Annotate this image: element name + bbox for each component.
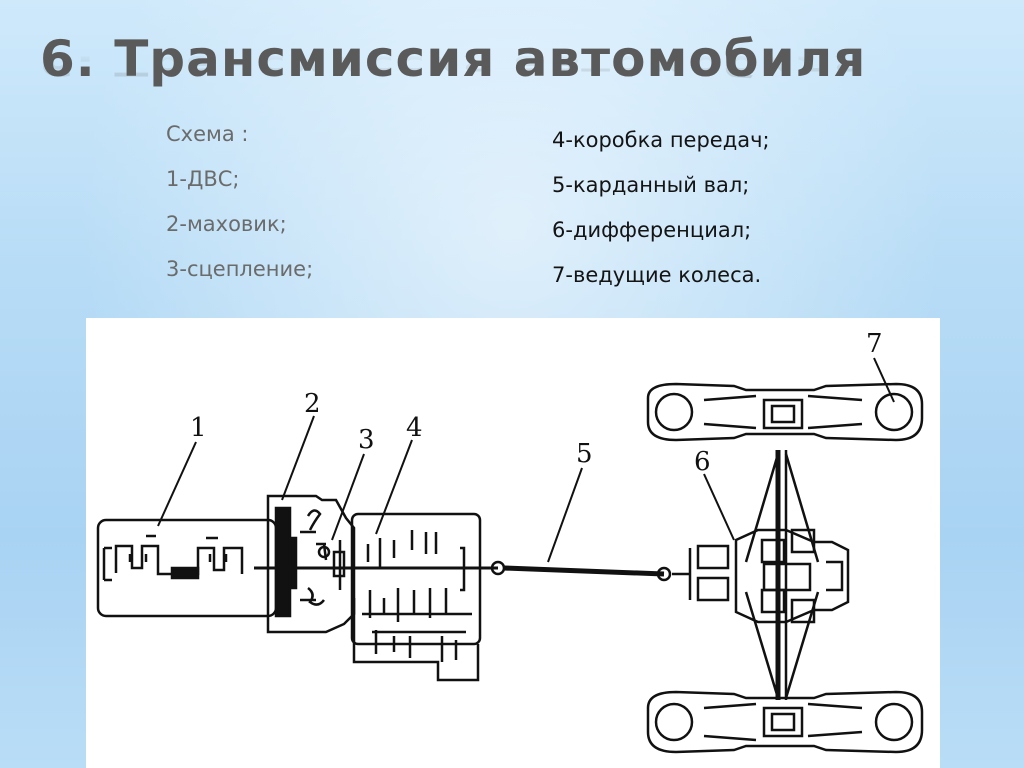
- diagram-label-7: 7: [866, 329, 883, 359]
- legend-item-2: 2-маховик;: [166, 212, 287, 236]
- legend-item-5: 5-карданный вал;: [552, 173, 750, 197]
- transmission-diagram: 1 2 3 4 5 6 7: [86, 318, 940, 768]
- diagram-label-2: 2: [304, 389, 321, 419]
- slide-title-reflection: 6. Трансмиссия автомобиля: [40, 50, 867, 82]
- differential: [672, 528, 850, 624]
- legend-item-3: 3-сцепление;: [166, 257, 314, 281]
- legend-item-7: 7-ведущие колеса.: [552, 263, 762, 287]
- diagram-label-3: 3: [358, 425, 375, 455]
- legend-right-column: 4-коробка передач; 5-карданный вал; 6-ди…: [552, 118, 770, 298]
- legend-left-column: Схема : 1-ДВС; 2-маховик; 3-сцепление;: [166, 112, 313, 292]
- legend-item-6: 6-дифференциал;: [552, 218, 752, 242]
- diagram-label-1: 1: [190, 413, 207, 443]
- gearbox: [350, 512, 482, 682]
- legend-item-1: 1-ДВС;: [166, 167, 240, 191]
- cardan-shaft: [490, 560, 672, 582]
- flywheel-housing: [266, 494, 356, 634]
- slide-title: 6. Трансмиссия автомобиля: [40, 30, 867, 88]
- transmission-schematic: 1 2 3 4 5 6 7: [96, 329, 924, 754]
- wheel-lower: [646, 690, 924, 754]
- diagram-label-6: 6: [694, 447, 711, 477]
- diagram-label-5: 5: [576, 439, 593, 469]
- legend-item-4: 4-коробка передач;: [552, 128, 770, 152]
- diagram-label-4: 4: [406, 413, 423, 443]
- wheel-upper: [646, 382, 924, 442]
- clutch: [332, 540, 346, 590]
- legend-scheme-heading: Схема :: [166, 122, 249, 146]
